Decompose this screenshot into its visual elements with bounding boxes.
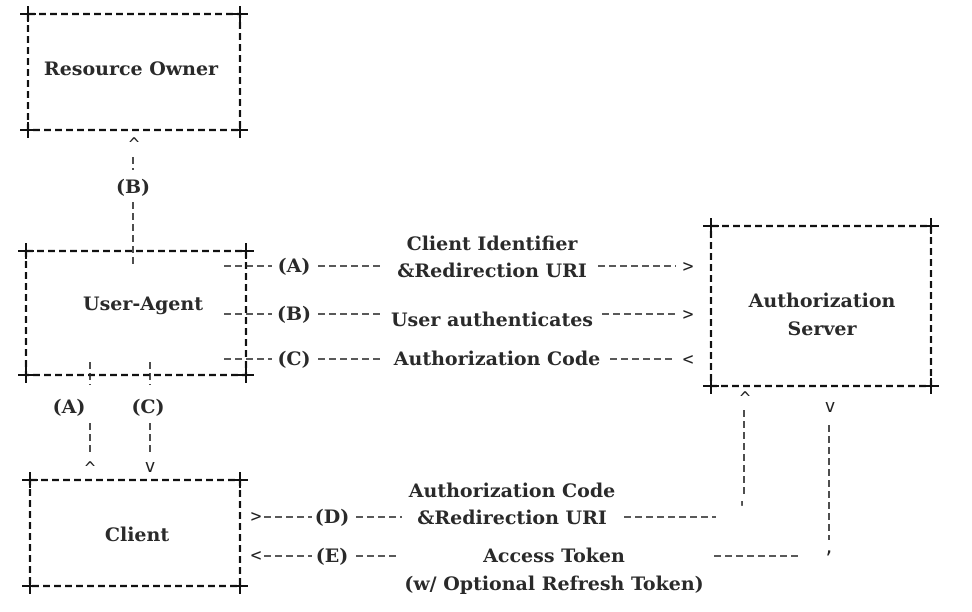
left-arrow-icon: <: [683, 349, 694, 370]
authorization-server-label-line2: Server: [788, 318, 858, 340]
down-arrow-icon: v: [825, 396, 836, 417]
left-arrow-icon: <: [251, 545, 262, 566]
flow-b-authenticate: (B) User authenticates >: [224, 303, 694, 331]
user-agent-box: User-Agent: [18, 243, 254, 383]
flow-b-resource-owner: ^ (B): [116, 134, 150, 264]
flow-e-label: (E): [316, 545, 348, 567]
flow-a-request: (A) Client Identifier &Redirection URI >: [224, 233, 694, 282]
tick-mark-icon: ': [737, 498, 748, 519]
flow-c-label: (C): [277, 348, 310, 370]
resource-owner-box: Resource Owner: [20, 6, 248, 138]
flow-a-message-line1: Client Identifier: [407, 233, 579, 255]
flow-c-label-client: (C): [131, 396, 164, 418]
comma-mark-icon: ,: [824, 537, 835, 558]
up-arrow-icon: ^: [740, 388, 751, 409]
flow-a-client-vertical: (A) ^: [53, 362, 96, 479]
flow-b-label: (B): [277, 303, 311, 325]
flow-e-message-line1: Access Token: [482, 545, 625, 567]
flow-d-message-line1: Authorization Code: [408, 480, 615, 502]
up-arrow-icon: ^: [85, 458, 96, 479]
flow-a-message-line2: &Redirection URI: [397, 260, 587, 282]
authorization-server-box: Authorization Server: [703, 218, 939, 394]
down-arrow-icon: v: [145, 456, 156, 477]
resource-owner-label: Resource Owner: [44, 58, 219, 80]
flow-a-label: (A): [278, 255, 311, 277]
flow-d-server-vertical: ^ ': [737, 388, 751, 519]
client-label: Client: [105, 524, 169, 546]
flow-c-client-vertical: (C) v: [131, 362, 165, 477]
up-arrow-icon: ^: [129, 134, 140, 155]
flow-c-code: (C) Authorization Code <: [224, 348, 694, 370]
flow-b-label-ro: (B): [116, 176, 150, 198]
user-agent-label: User-Agent: [83, 293, 203, 315]
client-box: Client: [22, 472, 248, 594]
flow-d-code-to-client: > (D) Authorization Code &Redirection UR…: [251, 480, 716, 529]
flow-a-label-client: (A): [53, 396, 86, 418]
flow-e-server-vertical: v ,: [824, 396, 836, 558]
right-arrow-icon: >: [683, 304, 694, 325]
right-arrow-icon: >: [251, 506, 262, 527]
authorization-server-label-line1: Authorization: [748, 290, 896, 312]
flow-e-access-token: < (E) Access Token (w/ Optional Refresh …: [251, 545, 800, 595]
flow-d-label: (D): [315, 506, 349, 528]
flow-b-message: User authenticates: [391, 309, 593, 331]
right-arrow-icon: >: [683, 256, 694, 277]
flow-c-message: Authorization Code: [393, 348, 600, 370]
flow-d-message-line2: &Redirection URI: [417, 507, 607, 529]
flow-e-message-line2: (w/ Optional Refresh Token): [404, 573, 703, 595]
